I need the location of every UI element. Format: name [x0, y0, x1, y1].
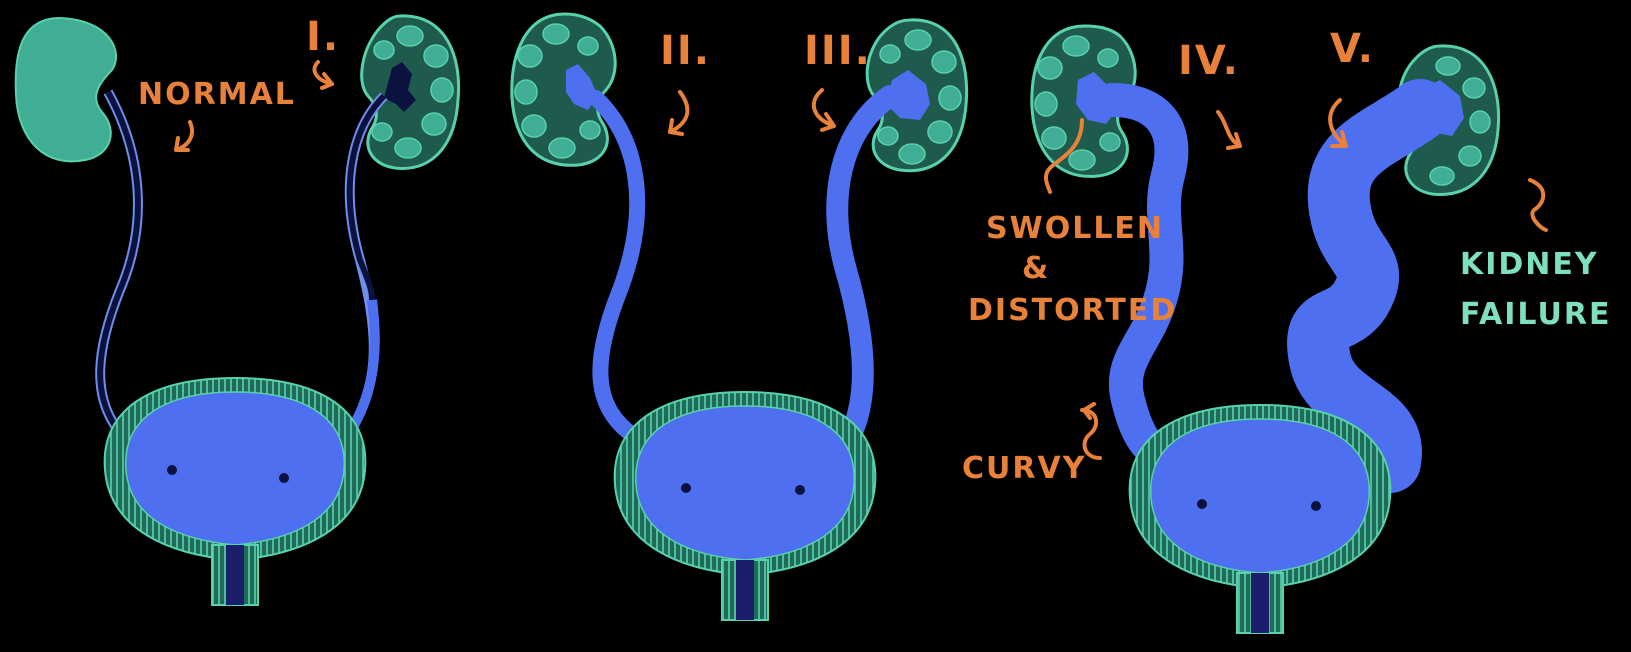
arrow-grade-3-icon [814, 90, 834, 130]
grade-2-kidney [512, 14, 615, 165]
grade-1-kidney [362, 16, 459, 169]
arrow-curvy-icon [1082, 404, 1100, 458]
label-kidney-failure-line1: KIDNEY [1460, 247, 1599, 282]
label-swollen-line3: DISTORTED [968, 293, 1177, 328]
arrow-grade-2-icon [670, 92, 687, 134]
arrow-normal-icon [176, 122, 192, 150]
bladder-panel-2 [615, 392, 876, 620]
label-swollen-line2: & [1022, 251, 1050, 286]
arrow-grade-4-icon [1218, 112, 1240, 148]
panel-grades-4-and-5 [1032, 26, 1499, 633]
label-kidney-failure-line2: FAILURE [1460, 297, 1611, 332]
label-swollen-line1: SWOLLEN [986, 211, 1164, 246]
normal-kidney [16, 18, 116, 161]
arrow-grade-1-icon [314, 62, 332, 88]
label-grade-5: V. [1330, 26, 1375, 72]
bladder-panel-1 [105, 378, 366, 605]
panel-grades-2-and-3 [512, 14, 967, 620]
label-curvy: CURVY [962, 451, 1086, 486]
bladder-panel-3 [1130, 405, 1391, 633]
label-grade-4: IV. [1178, 38, 1240, 84]
label-grade-2: II. [660, 28, 711, 74]
label-grade-1: I. [306, 14, 340, 60]
label-grade-3: III. [804, 28, 872, 74]
label-normal: NORMAL [138, 77, 296, 112]
arrow-kidney-failure-icon [1530, 180, 1546, 230]
